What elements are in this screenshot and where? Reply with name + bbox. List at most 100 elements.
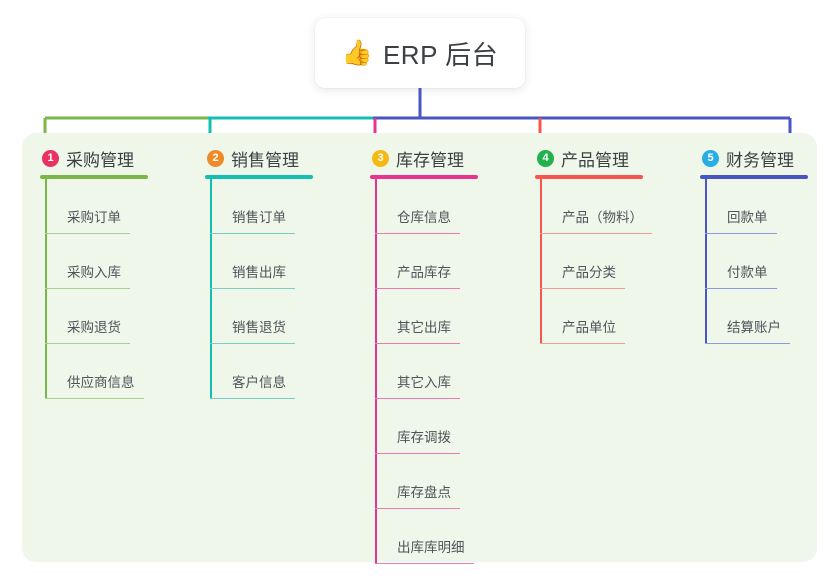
branch-spine (45, 179, 47, 399)
leaf-item-label: 其它入库 (397, 375, 451, 390)
branch-column-5: 5 财务管理回款单付款单结算账户 (700, 147, 808, 344)
leaf-item[interactable]: 采购退货 (45, 289, 148, 344)
branch-header-2[interactable]: 2 销售管理 (205, 147, 313, 170)
branch-spine (210, 179, 212, 399)
leaf-item-label: 销售订单 (232, 210, 286, 225)
leaf-item[interactable]: 产品单位 (540, 289, 643, 344)
leaf-item-label: 产品单位 (562, 320, 616, 335)
leaf-item[interactable]: 其它入库 (375, 344, 478, 399)
leaf-item-label: 供应商信息 (67, 375, 135, 390)
branch-underline (535, 175, 643, 179)
branch-column-4: 4 产品管理产品（物料） 产品分类产品单位 (535, 147, 652, 344)
branch-spine (375, 179, 377, 564)
leaf-item-label: 结算账户 (727, 320, 781, 335)
leaf-item[interactable]: 产品库存 (375, 234, 478, 289)
leaf-list: 回款单付款单结算账户 (700, 179, 808, 344)
leaf-list: 销售订单销售出库销售退货客户信息 (205, 179, 313, 399)
branch-title: 销售管理 (231, 150, 299, 170)
leaf-item[interactable]: 库存调拨 (375, 399, 478, 454)
leaf-item[interactable]: 销售出库 (210, 234, 313, 289)
branch-underline (700, 175, 808, 179)
leaf-item-underline (705, 287, 777, 289)
leaf-item-label: 客户信息 (232, 375, 286, 390)
leaf-item-underline (45, 232, 130, 234)
leaf-item[interactable]: 客户信息 (210, 344, 313, 399)
leaf-item[interactable]: 出库库明细 (375, 509, 478, 564)
leaf-item-label: 采购订单 (67, 210, 121, 225)
leaf-item-label: 销售出库 (232, 265, 286, 280)
leaf-item-underline (45, 342, 130, 344)
leaf-list: 采购订单采购入库采购退货供应商信息 (40, 179, 148, 399)
leaf-item-label: 其它出库 (397, 320, 451, 335)
leaf-item-label: 产品（物料） (562, 210, 643, 225)
leaf-item-label: 产品分类 (562, 265, 616, 280)
branch-number-badge: 2 (207, 149, 224, 167)
leaf-item-label: 库存调拨 (397, 430, 451, 445)
leaf-item[interactable]: 销售退货 (210, 289, 313, 344)
leaf-item-underline (210, 342, 295, 344)
leaf-item-underline (375, 232, 460, 234)
leaf-item-label: 库存盘点 (397, 485, 451, 500)
branch-number-badge: 1 (42, 149, 59, 167)
leaf-item[interactable]: 供应商信息 (45, 344, 148, 399)
leaf-item-label: 付款单 (727, 265, 768, 280)
leaf-item-underline (540, 287, 625, 289)
branch-title: 财务管理 (726, 150, 794, 170)
leaf-item-underline (705, 232, 777, 234)
leaf-item-label: 采购入库 (67, 265, 121, 280)
branch-number-badge: 5 (702, 149, 719, 167)
leaf-item[interactable]: 产品分类 (540, 234, 643, 289)
branch-underline (205, 175, 313, 179)
leaf-item-label: 产品库存 (397, 265, 451, 280)
leaf-item-label: 采购退货 (67, 320, 121, 335)
branch-number-badge: 4 (537, 149, 554, 167)
thumbs-up-icon: 👍 (341, 38, 373, 67)
branch-column-1: 1 采购管理采购订单采购入库采购退货供应商信息 (40, 147, 148, 399)
branch-title: 库存管理 (396, 150, 464, 170)
leaf-item-underline (210, 287, 295, 289)
leaf-item-underline (375, 452, 460, 454)
branch-header-3[interactable]: 3 库存管理 (370, 147, 478, 170)
leaf-item-label: 仓库信息 (397, 210, 451, 225)
leaf-item-underline (375, 342, 460, 344)
leaf-item-underline (45, 287, 130, 289)
leaf-item[interactable]: 库存盘点 (375, 454, 478, 509)
branch-number-badge: 3 (372, 149, 389, 167)
leaf-item-underline (540, 342, 625, 344)
leaf-item-label: 回款单 (727, 210, 768, 225)
leaf-item-underline (375, 562, 474, 564)
leaf-item-underline (375, 397, 460, 399)
leaf-item[interactable]: 仓库信息 (375, 179, 478, 234)
branch-title: 采购管理 (66, 150, 134, 170)
branch-title: 产品管理 (561, 150, 629, 170)
branch-spine (540, 179, 542, 344)
leaf-item-underline (705, 342, 790, 344)
branch-header-4[interactable]: 4 产品管理 (535, 147, 643, 170)
branch-column-2: 2 销售管理销售订单销售出库销售退货客户信息 (205, 147, 313, 399)
leaf-item[interactable]: 销售订单 (210, 179, 313, 234)
branch-spine (705, 179, 707, 344)
root-node-title: ERP 后台 (382, 39, 499, 70)
leaf-item-underline (375, 287, 460, 289)
leaf-item[interactable]: 产品（物料） (540, 179, 652, 234)
branch-underline (40, 175, 148, 179)
leaf-item[interactable]: 回款单 (705, 179, 808, 234)
leaf-item[interactable]: 付款单 (705, 234, 808, 289)
leaf-item[interactable]: 采购订单 (45, 179, 148, 234)
leaf-list: 产品（物料） 产品分类产品单位 (535, 179, 652, 344)
leaf-item-label: 销售退货 (232, 320, 286, 335)
root-node-card[interactable]: 👍 ERP 后台 (315, 18, 525, 88)
leaf-item-underline (45, 397, 144, 399)
leaf-item[interactable]: 结算账户 (705, 289, 808, 344)
branch-header-5[interactable]: 5 财务管理 (700, 147, 808, 170)
branch-column-3: 3 库存管理仓库信息产品库存其它出库其它入库库存调拨库存盘点出库库明细 (370, 147, 478, 564)
leaf-list: 仓库信息产品库存其它出库其它入库库存调拨库存盘点出库库明细 (370, 179, 478, 564)
branch-underline (370, 175, 478, 179)
leaf-item-underline (375, 507, 460, 509)
leaf-item[interactable]: 采购入库 (45, 234, 148, 289)
branches-panel (22, 133, 817, 562)
leaf-item-underline (210, 232, 295, 234)
leaf-item-label: 出库库明细 (397, 540, 465, 555)
leaf-item[interactable]: 其它出库 (375, 289, 478, 344)
branch-header-1[interactable]: 1 采购管理 (40, 147, 148, 170)
